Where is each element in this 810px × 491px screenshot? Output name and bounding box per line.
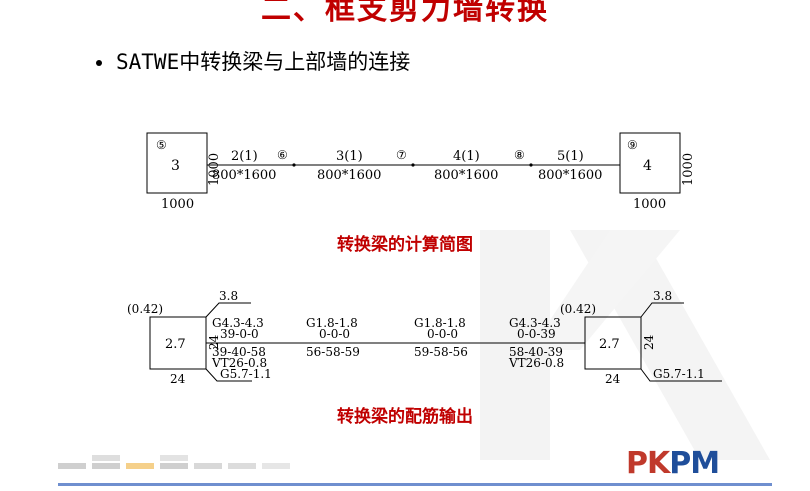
column-right-value: 4 bbox=[643, 158, 652, 174]
right-axial-ratio: (0.42) bbox=[560, 302, 596, 316]
node-label: ⑥ bbox=[277, 148, 288, 162]
logo-part-pk: PK bbox=[626, 446, 670, 481]
beam-size: 800*1600 bbox=[317, 168, 381, 183]
right-side-value: 24 bbox=[642, 334, 656, 350]
beam-g: G4.3-4.3 bbox=[212, 316, 264, 330]
bullet-item: SATWE中转换梁与上部墙的连接 bbox=[96, 46, 410, 76]
left-axial-ratio: (0.42) bbox=[127, 302, 163, 316]
beam-g: G1.8-1.8 bbox=[306, 316, 358, 330]
right-column-value: 2.7 bbox=[599, 337, 620, 352]
beam-number: 3(1) bbox=[336, 149, 363, 164]
beam-node bbox=[529, 163, 533, 167]
node-label: ⑦ bbox=[396, 148, 407, 162]
watermark-graphic bbox=[480, 230, 770, 460]
left-stirrup: G5.7-1.1 bbox=[220, 367, 272, 381]
beam-size: 800*1600 bbox=[434, 168, 498, 183]
beam-bottom-rebar: 39-40-58 bbox=[212, 345, 266, 359]
column-left-height: 1000 bbox=[207, 153, 222, 186]
beam-top-rebar: 0-0-39 bbox=[517, 327, 556, 341]
column-left-width: 1000 bbox=[161, 197, 194, 212]
bullet-text: SATWE中转换梁与上部墙的连接 bbox=[116, 50, 411, 74]
bullet-dot-icon bbox=[96, 60, 102, 66]
beam-bottom-rebar: 59-58-56 bbox=[414, 345, 468, 359]
node-label: ⑧ bbox=[514, 148, 525, 162]
beam-g: G4.3-4.3 bbox=[509, 316, 561, 330]
beam-bottom-rebar: 56-58-59 bbox=[306, 345, 360, 359]
left-side-value: 24 bbox=[207, 334, 221, 350]
left-top-value: 3.8 bbox=[219, 289, 238, 303]
column-right-height: 1000 bbox=[681, 153, 696, 186]
column-left-value: 3 bbox=[171, 158, 180, 174]
beam-top-rebar: 0-0-0 bbox=[427, 327, 458, 341]
column-left-circle: ⑤ bbox=[156, 138, 167, 152]
beam-size: 800*1600 bbox=[212, 168, 276, 183]
slide-title: 二、框支剪力墙转换 bbox=[261, 0, 549, 27]
pkpm-logo: PKPM bbox=[626, 446, 720, 481]
beam-g: G1.8-1.8 bbox=[414, 316, 466, 330]
right-top-value: 3.8 bbox=[653, 289, 672, 303]
column-right-width: 1000 bbox=[633, 197, 666, 212]
logo-part-pm: PM bbox=[669, 446, 720, 481]
beam-number: 2(1) bbox=[231, 149, 258, 164]
right-bottom-value: 24 bbox=[605, 372, 621, 386]
column-right-circle: ⑨ bbox=[627, 138, 638, 152]
beam-top-rebar: 0-0-0 bbox=[319, 327, 350, 341]
column-right-box bbox=[619, 132, 681, 194]
beam-top-rebar: 39-0-0 bbox=[220, 327, 259, 341]
rebar-diagram-caption: 转换梁的配筋输出 bbox=[337, 407, 473, 427]
right-stirrup: G5.7-1.1 bbox=[653, 367, 705, 381]
beam-number: 4(1) bbox=[453, 149, 480, 164]
beam-number: 5(1) bbox=[557, 149, 584, 164]
footer-line bbox=[58, 483, 772, 486]
left-column-value: 2.7 bbox=[165, 337, 186, 352]
calc-diagram-caption: 转换梁的计算简图 bbox=[337, 235, 473, 255]
beam-vt: VT26-0.8 bbox=[508, 356, 564, 370]
beam-vt: VT26-0.8 bbox=[211, 356, 267, 370]
left-bottom-value: 24 bbox=[170, 372, 186, 386]
beam-node bbox=[411, 163, 415, 167]
beam-bottom-rebar: 58-40-39 bbox=[509, 345, 563, 359]
beam-node bbox=[292, 163, 296, 167]
beam-size: 800*1600 bbox=[538, 168, 602, 183]
